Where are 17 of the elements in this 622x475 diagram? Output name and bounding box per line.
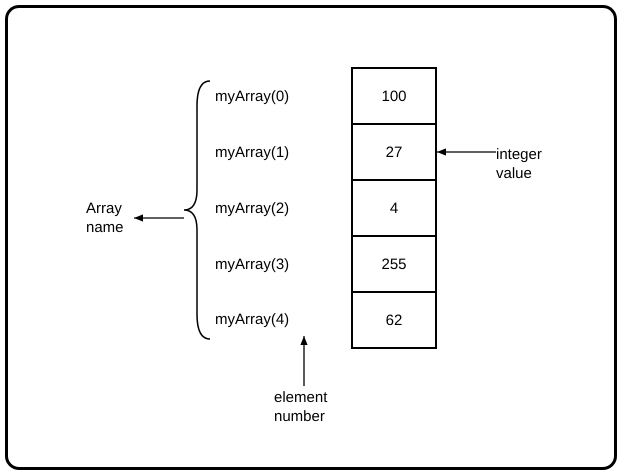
callout-text: Array name: [86, 199, 130, 237]
array-cell: 27: [351, 123, 437, 181]
element-label: myArray(0): [215, 87, 290, 106]
element-label: myArray(3): [215, 255, 290, 274]
element-label: myArray(2): [215, 199, 290, 218]
element-label: myArray(1): [215, 143, 290, 162]
callout-text: integer value: [496, 145, 552, 183]
array-cell: 100: [351, 67, 437, 125]
callout-text: myArray(4): [215, 310, 301, 330]
array-cell: 255: [351, 235, 437, 293]
callout-text: element number: [274, 388, 334, 426]
curly-brace: [183, 80, 210, 340]
arrow: [300, 336, 308, 386]
arrow: [437, 148, 496, 156]
arrow: [134, 214, 184, 222]
array-cell: 4: [351, 179, 437, 237]
array-cell: 62: [351, 291, 437, 349]
